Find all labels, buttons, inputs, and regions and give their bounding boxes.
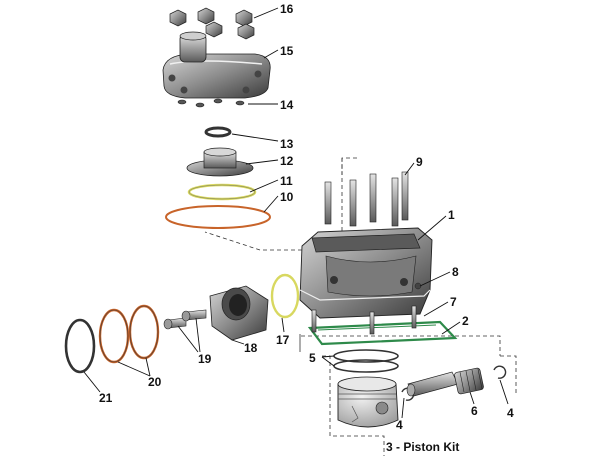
leader-lines — [83, 7, 509, 419]
callout-9: 9 — [416, 155, 423, 169]
callout-6: 6 — [471, 404, 478, 418]
callout-4-right: 4 — [507, 406, 514, 420]
callout-14: 14 — [280, 98, 294, 112]
callout-11: 11 — [280, 174, 293, 188]
part-1-cylinder — [299, 227, 433, 319]
part-17-oring — [270, 273, 300, 319]
part-19-screws — [163, 309, 207, 330]
callout-16: 16 — [280, 2, 294, 16]
part-6-needle-bearing — [454, 367, 484, 395]
callout-8: 8 — [452, 265, 459, 279]
part-18-intake-flange — [209, 285, 269, 341]
part-2-base-gasket — [307, 320, 458, 346]
part-wrist-pin — [406, 371, 459, 397]
callout-1: 1 — [448, 208, 455, 222]
callout-15: 15 — [280, 44, 294, 58]
callout-4-left: 4 — [396, 418, 403, 432]
callout-12: 12 — [280, 154, 294, 168]
part-21-oring — [64, 318, 96, 374]
part-7-studs — [311, 305, 417, 335]
callout-3-piston-kit: 3 - Piston Kit — [386, 440, 460, 454]
callout-21: 21 — [99, 391, 113, 405]
callout-17: 17 — [276, 333, 290, 347]
callout-2: 2 — [462, 314, 469, 328]
part-15-cylinder-head — [162, 31, 271, 99]
part-16-nuts — [169, 7, 255, 40]
callout-5: 5 — [309, 351, 316, 365]
callout-10: 10 — [280, 190, 294, 204]
part-13-oring — [204, 126, 232, 138]
part-14-washers — [177, 98, 245, 108]
callout-7: 7 — [450, 295, 457, 309]
callout-13: 13 — [280, 137, 294, 151]
part-12-head-insert — [186, 147, 254, 177]
part-20-gaskets — [98, 304, 160, 364]
callout-18: 18 — [244, 341, 258, 355]
part-5-piston-rings — [333, 349, 399, 373]
part-3-piston — [337, 376, 399, 428]
callout-20: 20 — [148, 375, 162, 389]
part-9-studs — [324, 171, 409, 227]
part-10-gasket — [165, 205, 271, 229]
callout-19: 19 — [198, 352, 212, 366]
